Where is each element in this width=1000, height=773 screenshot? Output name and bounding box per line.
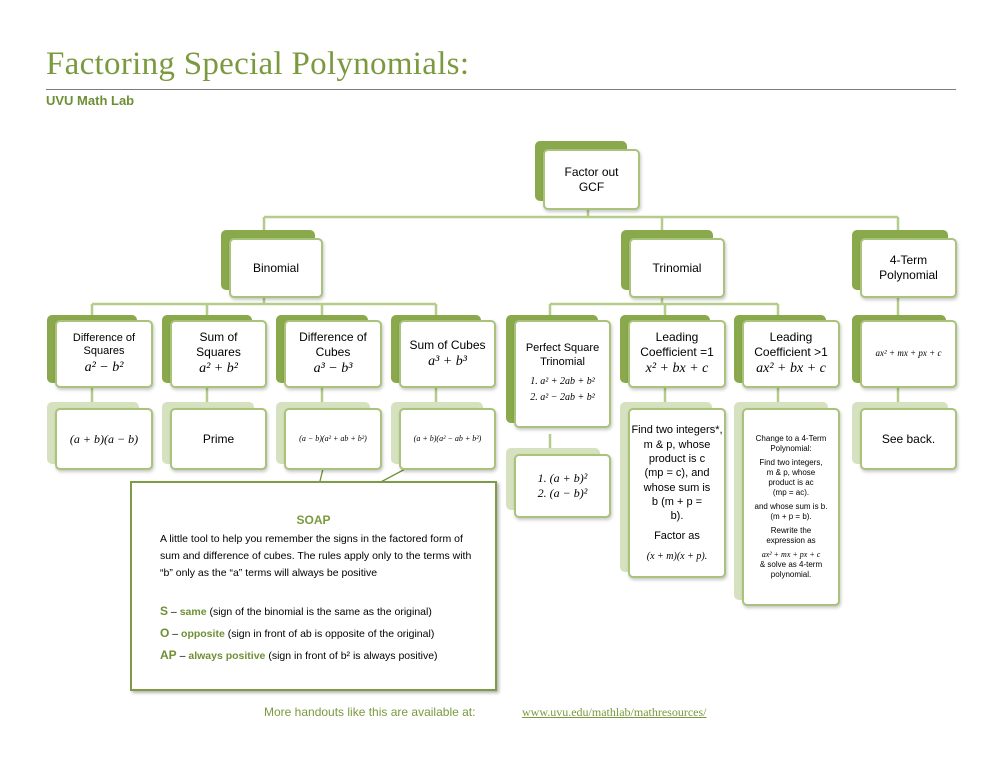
soap-rule-s: S – same (sign of the binomial is the sa… — [160, 604, 432, 618]
trinomial-label: Trinomial — [652, 260, 702, 275]
lead-gt-one-step: product is ac — [768, 478, 814, 487]
difference-of-cubes-label: Difference of Cubes — [299, 330, 367, 360]
soap-panel: SOAP A little tool to help you remember … — [130, 481, 497, 691]
soap-keyword: opposite — [181, 628, 225, 640]
soap-dash: – — [168, 606, 180, 618]
difference-of-cubes-node: Difference of Cubes a³ − b³ — [284, 320, 382, 388]
sum-cubes-result-text: (a + b)(a² − ab + b²) — [413, 434, 482, 443]
four-term-formula-node: ax² + mx + px + c — [860, 320, 957, 388]
four-term-result: See back. — [860, 408, 957, 470]
page-subtitle: UVU Math Lab — [46, 93, 135, 108]
lead-one-step: product is c — [648, 452, 706, 465]
leading-coefficient-gt-one-steps: Change to a 4-Term Polynomial: Find two … — [742, 408, 840, 606]
difference-of-squares-node: Difference of Squares a² − b² — [55, 320, 153, 388]
leading-coefficient-one-node: Leading Coefficient =1 x² + bx + c — [628, 320, 726, 388]
lead-gt-one-step: (m + p = b). — [770, 512, 812, 521]
lead-gt-one-step: expression as — [766, 536, 816, 545]
difference-of-squares-result: (a + b)(a − b) — [55, 408, 153, 470]
sum-of-cubes-node: Sum of Cubes a³ + b³ — [399, 320, 496, 388]
diff-squares-result-text: (a + b)(a − b) — [69, 431, 139, 446]
soap-keyword: always positive — [188, 650, 266, 662]
four-term-result-text: See back. — [881, 431, 936, 446]
lead-gt-one-step: Rewrite the — [770, 526, 812, 535]
lead-gt-one-formula: ax² + bx + c — [756, 361, 826, 377]
lead-gt-one-step: Change to a 4-Term — [755, 434, 827, 443]
binomial-label: Binomial — [252, 260, 300, 275]
perfect-square-label: Perfect Square Trinomial — [525, 342, 600, 368]
soap-rule-ap: AP – always positive (sign in front of b… — [160, 648, 438, 662]
soap-rule-o: O – opposite (sign in front of ab is opp… — [160, 626, 434, 640]
soap-rule-text: (sign of the binomial is the same as the… — [206, 606, 432, 618]
binomial-node: Binomial — [229, 238, 323, 298]
soap-dash: – — [176, 650, 189, 662]
lead-gt-one-step: m & p, whose — [766, 468, 816, 477]
sum-of-squares-node: Sum of Squares a² + b² — [170, 320, 267, 388]
lead-one-label: Leading Coefficient =1 — [640, 330, 714, 360]
leading-coefficient-one-steps: Find two integers*, m & p, whose product… — [628, 408, 726, 578]
lead-one-step: whose sum is — [643, 481, 711, 494]
sum-of-cubes-result: (a + b)(a² − ab + b²) — [399, 408, 496, 470]
soap-rule-text: (sign in front of ab is opposite of the … — [224, 628, 435, 640]
lead-gt-one-label: Leading Coefficient >1 — [754, 330, 828, 360]
sum-of-cubes-label: Sum of Cubes — [409, 337, 486, 352]
soap-letter: AP — [160, 648, 177, 662]
four-term-label: 4-Term Polynomial — [879, 253, 938, 282]
lead-one-step: m & p, whose — [643, 438, 711, 451]
perfect-square-result-1: 1. (a + b)² — [537, 471, 588, 485]
sum-of-squares-label: Sum of Squares — [196, 330, 241, 360]
perfect-square-form-1: 1. a² + 2ab + b² — [530, 375, 595, 387]
lead-gt-one-step: (mp = ac). — [772, 488, 810, 497]
lead-gt-one-step: Find two integers, — [759, 458, 823, 467]
four-term-formula: ax² + mx + px + c — [875, 348, 942, 359]
diff-cubes-result-text: (a − b)(a² + ab + b²) — [299, 434, 367, 443]
trinomial-node: Trinomial — [629, 238, 725, 298]
perfect-square-result: 1. (a + b)² 2. (a − b)² — [514, 454, 611, 518]
lead-gt-one-step: polynomial. — [770, 570, 812, 579]
sum-of-squares-formula: a² + b² — [199, 361, 238, 377]
sum-of-squares-result: Prime — [170, 408, 267, 470]
sum-of-cubes-formula: a³ + b³ — [428, 353, 467, 369]
lead-one-step: b). — [670, 510, 684, 523]
soap-letter: S — [160, 604, 169, 618]
perfect-square-form-2: 2. a² − 2ab + b² — [530, 391, 595, 403]
leading-coefficient-gt-one-node: Leading Coefficient >1 ax² + bx + c — [742, 320, 840, 388]
four-term-node: 4-Term Polynomial — [860, 238, 957, 298]
lead-one-formula: x² + bx + c — [645, 361, 709, 377]
lead-gt-one-step: and whose sum is b. — [754, 502, 828, 511]
lead-gt-one-step: & solve as 4-term — [759, 560, 823, 569]
lead-gt-one-step: Polynomial: — [770, 444, 812, 453]
lead-one-step: Find two integers*, — [631, 424, 723, 437]
factor-gcf-label: Factor out GCF — [564, 164, 619, 194]
factor-gcf-node: Factor out GCF — [543, 149, 640, 210]
page-title: Factoring Special Polynomials: — [46, 46, 470, 82]
lead-one-step: b (m + p = — [651, 495, 703, 508]
lead-gt-one-step: ax² + mx + px + c — [761, 550, 821, 559]
sum-squares-result-text: Prime — [202, 431, 235, 446]
difference-of-cubes-result: (a − b)(a² + ab + b²) — [284, 408, 382, 470]
lead-one-step: (mp = c), and — [644, 467, 710, 480]
soap-keyword: same — [179, 606, 207, 618]
soap-letter: O — [160, 626, 170, 640]
footer-link[interactable]: www.uvu.edu/mathlab/mathresources/ — [522, 705, 707, 719]
difference-of-cubes-formula: a³ − b³ — [313, 361, 353, 377]
perfect-square-trinomial-node: Perfect Square Trinomial 1. a² + 2ab + b… — [514, 320, 611, 428]
lead-one-step: (x + m)(x + p). — [646, 550, 708, 562]
soap-dash: – — [169, 628, 182, 640]
soap-title: SOAP — [296, 513, 331, 527]
lead-one-step: Factor as — [654, 530, 700, 543]
soap-description: A little tool to help you remember the s… — [160, 533, 472, 579]
title-divider — [46, 89, 956, 90]
perfect-square-result-2: 2. (a − b)² — [537, 486, 588, 500]
difference-of-squares-formula: a² − b² — [84, 360, 124, 375]
difference-of-squares-label: Difference of Squares — [72, 331, 136, 358]
soap-rule-text: (sign in front of b² is always positive) — [265, 650, 438, 662]
footer-text: More handouts like this are available at… — [264, 705, 476, 719]
